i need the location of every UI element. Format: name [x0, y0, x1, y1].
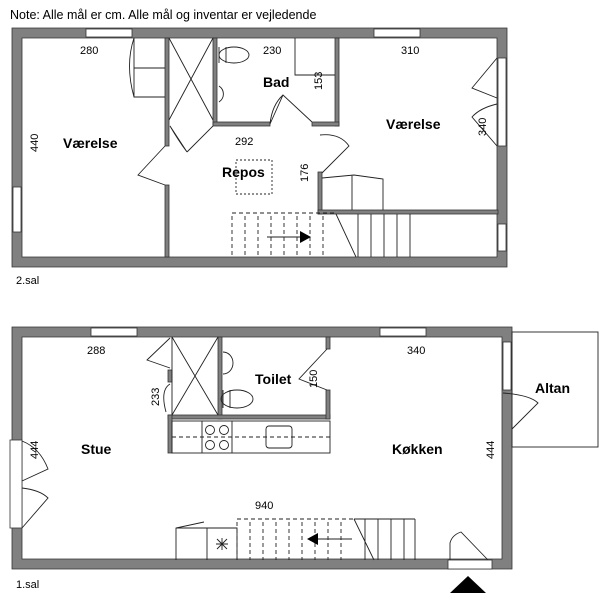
- window: [85, 28, 133, 38]
- shower-area: [168, 37, 214, 121]
- wall: [167, 369, 173, 383]
- upper-floor-plan: 280 230 310 292 153 440 176 340 Værelse …: [11, 27, 508, 287]
- dimension-label: 150: [308, 370, 320, 388]
- room-label: Repos: [222, 164, 265, 180]
- dimension-label: 288: [87, 345, 105, 357]
- floor-label: 1.sal: [16, 579, 39, 591]
- wall: [317, 209, 499, 215]
- toilet-icon: [220, 389, 254, 409]
- window: [9, 439, 23, 529]
- door: [449, 531, 489, 561]
- dimension-label: 153: [313, 72, 325, 90]
- arrow-head-icon: [307, 533, 318, 545]
- dimension-label: 444: [485, 441, 497, 459]
- dimension-label: 292: [235, 136, 253, 148]
- lower-floor-plan: 288 340 233 150 444 444 940 Stue Toilet …: [9, 326, 599, 593]
- wall: [311, 121, 340, 127]
- toilet-icon: [218, 46, 250, 64]
- door: [319, 134, 350, 174]
- room-label: Værelse: [63, 135, 118, 151]
- wardrobe: [129, 37, 165, 98]
- dimension-label: 444: [29, 441, 41, 459]
- room-label: Altan: [535, 380, 570, 396]
- wall: [167, 414, 173, 454]
- stove-icon: [201, 421, 233, 453]
- floor-label: 2.sal: [16, 275, 39, 287]
- arrow-head-icon: [300, 231, 311, 243]
- door: [269, 94, 313, 125]
- wall: [164, 37, 170, 147]
- shower-partition: [294, 38, 335, 76]
- window: [502, 341, 512, 391]
- window: [12, 186, 22, 233]
- storage: [321, 174, 384, 210]
- door: [502, 392, 539, 430]
- window: [90, 327, 138, 337]
- window: [497, 223, 507, 252]
- dimension-label: 230: [263, 45, 281, 57]
- dimension-label: 340: [477, 118, 489, 136]
- dimension-label: 310: [401, 45, 419, 57]
- kitchen-sink-icon: [265, 425, 293, 449]
- wall: [164, 184, 170, 258]
- door: [137, 145, 166, 186]
- door: [298, 348, 328, 391]
- wall: [325, 389, 331, 420]
- wall: [325, 336, 331, 350]
- note-text: Note: Alle mål er cm. Alle mål og invent…: [10, 8, 316, 22]
- room-label: Toilet: [255, 371, 292, 387]
- balcony: [511, 331, 599, 448]
- wall: [167, 414, 331, 420]
- hatch: [235, 159, 273, 195]
- entrance: [447, 559, 493, 570]
- stairs: [236, 518, 416, 561]
- dimension-label: 233: [150, 388, 162, 406]
- sink-icon: [218, 85, 224, 103]
- dimension-label: 440: [29, 134, 41, 152]
- wall: [212, 37, 218, 126]
- window: [379, 327, 427, 337]
- wall: [217, 336, 223, 420]
- door: [169, 125, 188, 153]
- cabinet: [175, 521, 238, 560]
- fan-icon: [216, 538, 228, 550]
- dimension-label: 280: [80, 45, 98, 57]
- wall: [334, 37, 340, 127]
- entrance-marker-icon: [450, 576, 486, 593]
- dimension-label: 340: [407, 345, 425, 357]
- wall: [212, 121, 271, 127]
- room-label: Køkken: [392, 441, 443, 457]
- window: [497, 57, 507, 147]
- room-label: Stue: [81, 441, 112, 457]
- window: [373, 28, 421, 38]
- room-label: Bad: [263, 74, 289, 90]
- dimension-label: 176: [299, 164, 311, 182]
- stairs: [231, 213, 411, 258]
- door: [146, 337, 171, 413]
- room-label: Værelse: [386, 116, 441, 132]
- shower-area: [171, 336, 219, 416]
- dimension-label: 940: [255, 500, 273, 512]
- door: [471, 57, 498, 147]
- door: [21, 440, 49, 529]
- sink-icon: [222, 351, 234, 375]
- wall: [317, 171, 323, 215]
